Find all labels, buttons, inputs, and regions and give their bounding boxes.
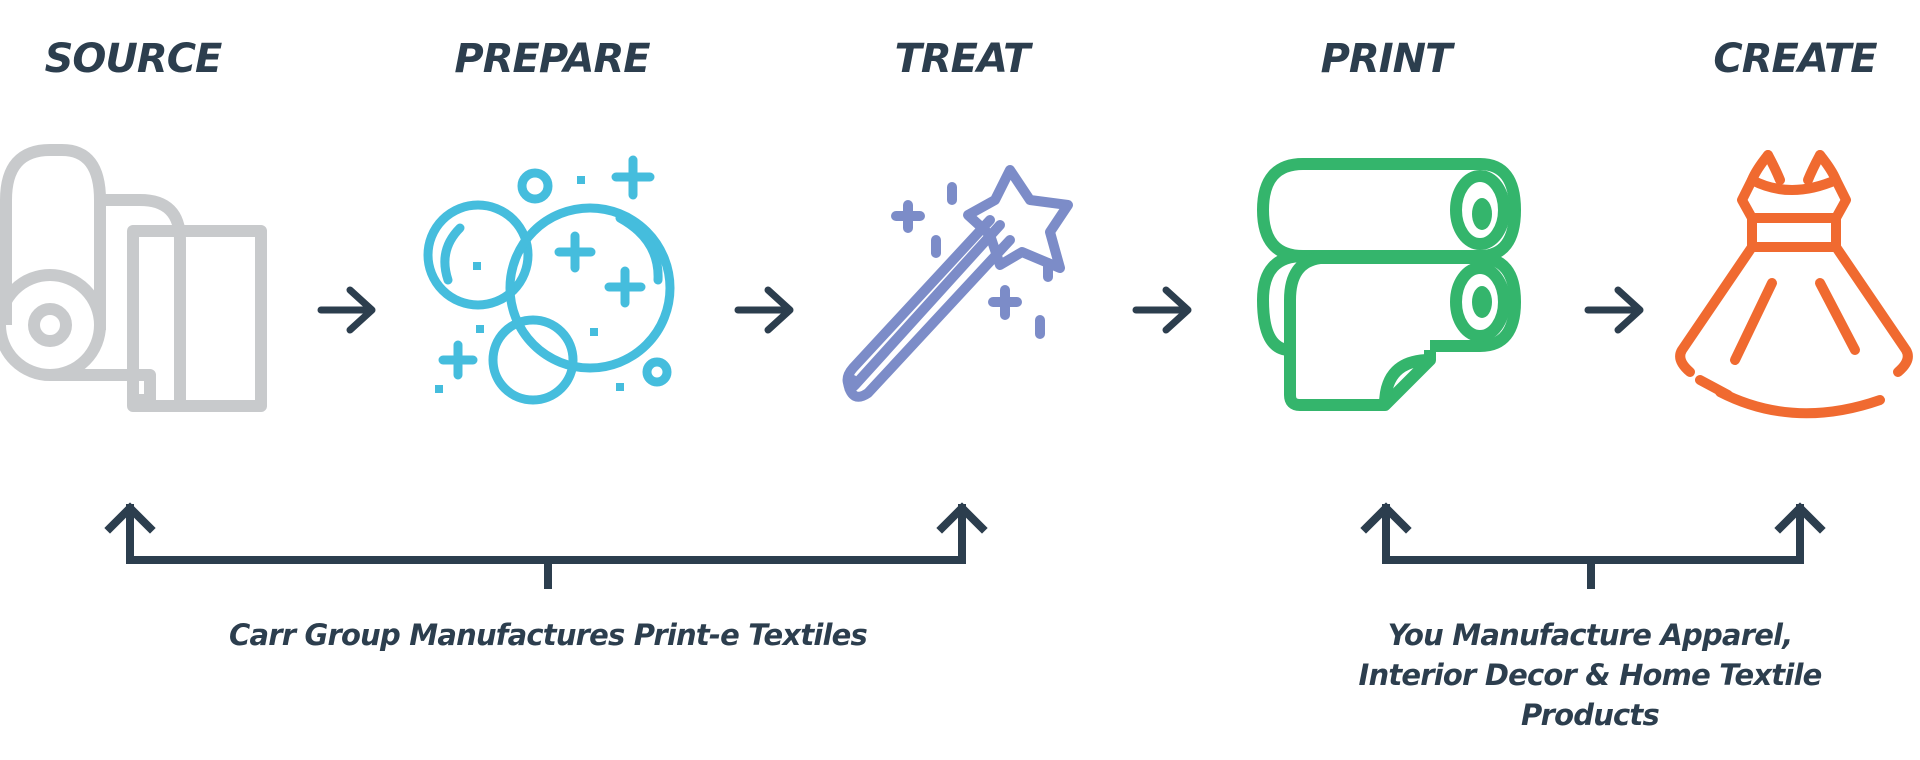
step-title-treat: TREAT	[894, 36, 1031, 82]
step-title-prepare: PREPARE	[454, 36, 650, 82]
step-title-create: CREATE	[1713, 36, 1877, 82]
bracket-print-create	[1360, 502, 1826, 589]
caption-line: Products	[1521, 698, 1660, 732]
arrow-right-icon	[317, 286, 376, 334]
step-title-source: SOURCE	[44, 36, 223, 82]
step-title-print: PRINT	[1320, 36, 1453, 82]
fabric-roll-icon	[0, 144, 267, 412]
arrow-right-icon	[1584, 286, 1644, 334]
caption-carr-group: Carr Group Manufactures Print-e Textiles	[228, 618, 868, 652]
bubbles-sparkle-icon	[423, 155, 675, 405]
arrow-right-icon	[734, 286, 794, 334]
flow-arrows	[317, 286, 1644, 334]
caption-line: You Manufacture Apparel,	[1387, 618, 1794, 652]
printed-rolls-icon	[1257, 158, 1521, 411]
caption-you-manufacture: You Manufacture Apparel, Interior Decor …	[1290, 615, 1890, 735]
arrow-right-icon	[1132, 286, 1192, 334]
dress-icon	[1675, 150, 1913, 419]
caption-line: Interior Decor & Home Textile	[1358, 658, 1823, 692]
magic-wand-icon	[842, 165, 1073, 402]
bracket-source-treat	[104, 502, 988, 589]
